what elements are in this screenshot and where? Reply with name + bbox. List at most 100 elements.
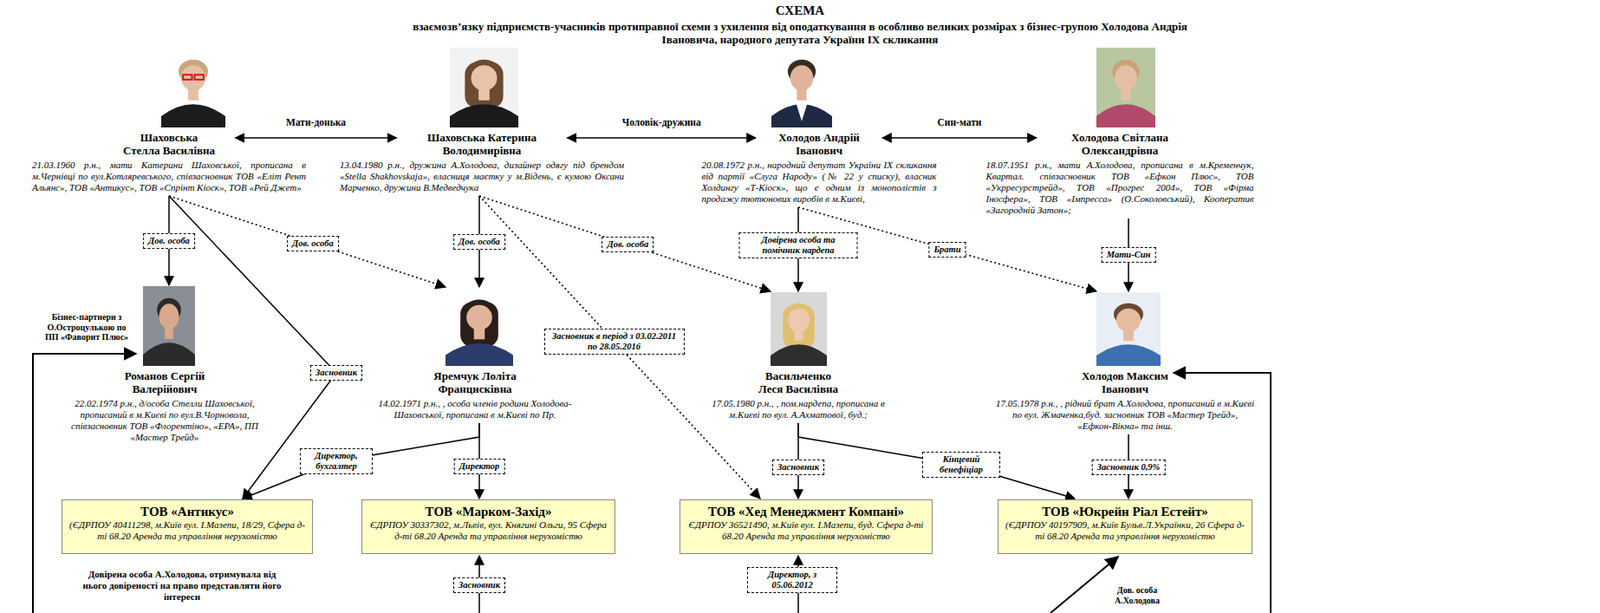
photo-face	[1116, 308, 1141, 332]
photo-face	[787, 308, 810, 332]
role-label: Дов. особа	[453, 234, 506, 250]
role-label: Дов. особа	[286, 235, 339, 252]
role-label: Директор, з 05.06.2012	[747, 566, 838, 593]
person-card: Холодова Світлана Олександрівна18.07.195…	[986, 47, 1255, 216]
photo-ground	[771, 47, 833, 128]
person-name: Холодов Андрій Іванович	[774, 130, 864, 157]
portrait	[143, 286, 196, 366]
note-label: Дов. особа А.Холодова	[1098, 585, 1177, 605]
relation-arrow	[567, 136, 757, 139]
relation-arrow	[235, 136, 397, 139]
company-name: ТОВ «Марком-Захід»	[367, 503, 610, 520]
photo-body	[161, 104, 226, 128]
photo-glasses	[182, 74, 192, 80]
dotted-connector	[169, 195, 446, 287]
portrait	[770, 292, 827, 366]
connector	[798, 422, 1075, 499]
portrait	[161, 47, 226, 128]
company-name: ТОВ «Юкрейн Ріал Естейт»	[1003, 503, 1247, 520]
role-label: Брати	[928, 241, 966, 258]
photo-face	[466, 305, 493, 331]
role-label: Кінцевий бенефіціар	[922, 451, 1001, 478]
relation-label: Син-мати	[935, 117, 985, 128]
photo-ground	[1096, 47, 1156, 128]
side-line	[1173, 372, 1271, 613]
person-card: Романов Сергій Валерійович22.02.1974 р.н…	[65, 286, 265, 443]
role-label: Засновник 0,9%	[1092, 459, 1166, 475]
role-label: Довірена особа та помічник нардепа	[739, 232, 859, 259]
relation-arrow	[882, 136, 1037, 139]
photo-ground	[1096, 292, 1161, 366]
company-details: ЄДРПОУ 30337302, м.Львів, вул. Княгині О…	[367, 519, 610, 541]
relation-label: Чоловік-дружина	[619, 117, 704, 128]
person-name: Шаховська Стелла Василівна	[122, 130, 217, 157]
photo-ground	[770, 292, 827, 366]
company-name: ТОВ «Антикус»	[67, 503, 307, 520]
person-name: Васильченко Леся Василівна	[757, 369, 840, 396]
photo-ground	[449, 47, 519, 128]
photo-face	[790, 65, 814, 91]
photo-body	[770, 344, 827, 366]
role-label: Дов. особа	[601, 236, 654, 253]
person-name: Яремчук Лоліта Францисківна	[418, 369, 533, 396]
company-details: ЄДРПОУ 36521490, м.Київ вул. І.Мазепи, б…	[685, 519, 927, 541]
photo-face	[470, 65, 497, 91]
role-label: Директор, бухгалтер	[299, 448, 373, 475]
company-box: ТОВ «Марком-Захід»ЄДРПОУ 30337302, м.Льв…	[361, 499, 616, 554]
connector	[242, 422, 480, 499]
person-details: 22.02.1974 р.н., д/особа Стелли Шаховськ…	[65, 397, 265, 443]
person-card: Васильченко Леся Василівна17.05.1980 р.н…	[702, 292, 894, 421]
relation-label: Мати-донька	[283, 117, 349, 128]
role-label: Засновник	[772, 459, 825, 475]
photo-body	[1096, 344, 1161, 366]
person-name: Холодов Максим Іванович	[1078, 369, 1172, 396]
person-name: Холодова Світлана Олександрівна	[1055, 130, 1184, 157]
person-details: 20.08.1972 р.н., народний депутат Україн…	[702, 159, 937, 205]
portrait	[1096, 292, 1161, 366]
photo-body	[449, 104, 519, 128]
photo-glasses	[194, 74, 203, 80]
role-label: Мати-Син	[1101, 247, 1157, 263]
person-details: 21.03.1960 р.н., мати Катерини Шаховсько…	[32, 159, 306, 194]
role-label: Директор	[454, 458, 506, 475]
portrait	[771, 47, 833, 128]
portrait	[1096, 47, 1156, 128]
person-card: Шаховська Катерина Володимирівна13.04.19…	[339, 47, 625, 194]
dotted-connector	[479, 195, 761, 499]
photo-face	[1114, 65, 1138, 91]
photo-ground	[143, 286, 196, 366]
company-details: (ЄДРПОУ 40411298, м.Київ вул. І.Мазепи, …	[67, 519, 307, 541]
company-box: ТОВ «Хед Менеджмент Компані»ЄДРПОУ 36521…	[679, 499, 933, 554]
person-details: 17.05.1980 р.н., , пом.нардепа, прописан…	[702, 397, 894, 421]
company-name: ТОВ «Хед Менеджмент Компані»	[685, 503, 927, 520]
dotted-connector	[479, 195, 771, 292]
person-card: Шаховська Стелла Василівна21.03.1960 р.н…	[32, 47, 306, 194]
subtitle: взаємозв’язку підприємств-учасників прот…	[400, 19, 1201, 46]
company-details: (ЄДРПОУ 40197909, м.Київ Бульв.Л.Українк…	[1003, 519, 1247, 541]
photo-body	[1096, 104, 1156, 128]
portrait	[449, 47, 519, 128]
note-label: Довірена особа А.Холодова, отримувала ві…	[81, 568, 283, 603]
photo-body	[143, 342, 196, 366]
photo-ground	[161, 47, 226, 128]
role-label: Засновник	[453, 577, 506, 593]
diagram-title: СХЕМА	[0, 2, 1600, 19]
person-details: 13.04.1980 р.н., дружина А.Холодова, диз…	[339, 159, 625, 194]
photo-shirt	[795, 102, 808, 122]
role-label: Дов. особа	[143, 233, 196, 249]
person-card: Холодов Максим Іванович17.05.1978 р.н., …	[995, 292, 1256, 432]
person-name: Романов Сергій Валерійович	[112, 369, 217, 396]
role-label: Засновник в період з 03.02.2011 по 28.05…	[544, 328, 685, 355]
person-name: Шаховська Катерина Володимирівна	[416, 130, 549, 157]
person-details: 18.07.1951 р.н., мати А.Холодова, пропис…	[986, 159, 1255, 216]
note-label: Бізнес-партнери з О.Остроцулькою по ПП «…	[39, 312, 134, 343]
photo-face	[159, 303, 180, 329]
role-label: Засновник	[310, 364, 363, 381]
photo-face	[181, 65, 206, 91]
person-details: 17.05.1978 р.н., , рідний брат А.Холодов…	[995, 397, 1256, 432]
company-box: ТОВ «Антикус»(ЄДРПОУ 40411298, м.Київ ву…	[61, 499, 313, 554]
portrait	[445, 287, 514, 366]
photo-ground	[445, 287, 514, 366]
person-details: 14.02.1971 р.н., , особа членів родини Х…	[367, 397, 583, 421]
